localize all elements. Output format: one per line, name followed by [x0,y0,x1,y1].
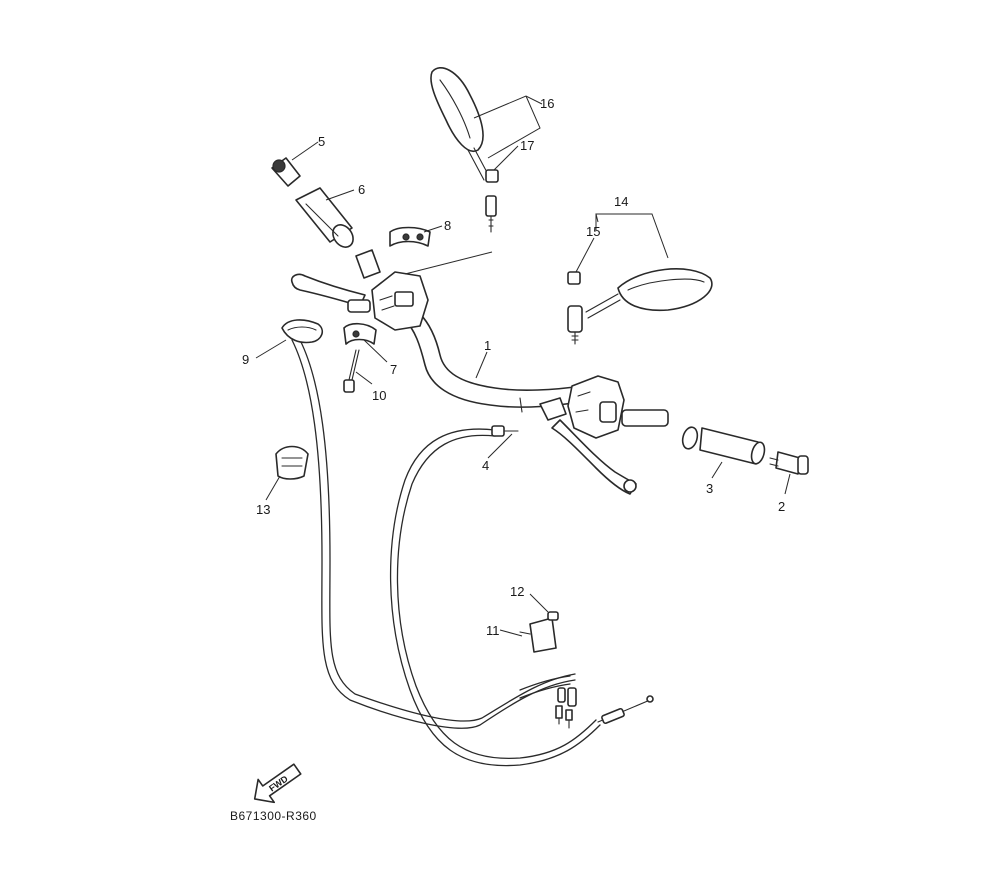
cable-end-4 [491,425,519,437]
throttle-cables [291,339,601,767]
callout-5: 5 [318,134,325,149]
callout-17: 17 [520,138,534,153]
callout-10: 10 [372,388,386,403]
callout-1: 1 [484,338,491,353]
callout-8: 8 [444,218,451,233]
callout-16: 16 [540,96,554,111]
callout-4: 4 [482,458,489,473]
callout-11: 11 [486,623,500,638]
callout-labels: 1 2 3 4 5 6 7 8 9 10 11 12 13 14 15 16 1… [242,96,785,638]
clamp [343,322,377,345]
clamp-13 [275,445,309,480]
mirror-right [567,268,713,345]
mirror-left [430,67,499,233]
callout-3: 3 [706,481,713,496]
left-control-assembly [290,249,429,331]
right-control-assembly [539,375,669,495]
bar-end-weight-right [769,451,809,475]
grip-left [295,187,354,248]
grip-right [681,426,766,465]
callout-15: 15 [586,224,600,239]
bar-end-weight-left [271,157,301,187]
callout-6: 6 [358,182,365,197]
callout-leaders [255,95,791,637]
cable-bracket [519,611,559,653]
diagram-code: B671300-R360 [230,809,317,823]
handlebar [404,313,583,413]
callout-14: 14 [614,194,628,209]
callout-13: 13 [256,502,270,517]
callout-12: 12 [510,584,524,599]
cable-adjusters [555,687,654,729]
callout-9: 9 [242,352,249,367]
lever-holder [389,226,431,247]
fwd-arrow-icon: FWD [253,763,302,804]
cable-guide [281,319,324,344]
bolt-10 [343,349,360,393]
callout-7: 7 [390,362,397,377]
callout-2: 2 [778,499,785,514]
